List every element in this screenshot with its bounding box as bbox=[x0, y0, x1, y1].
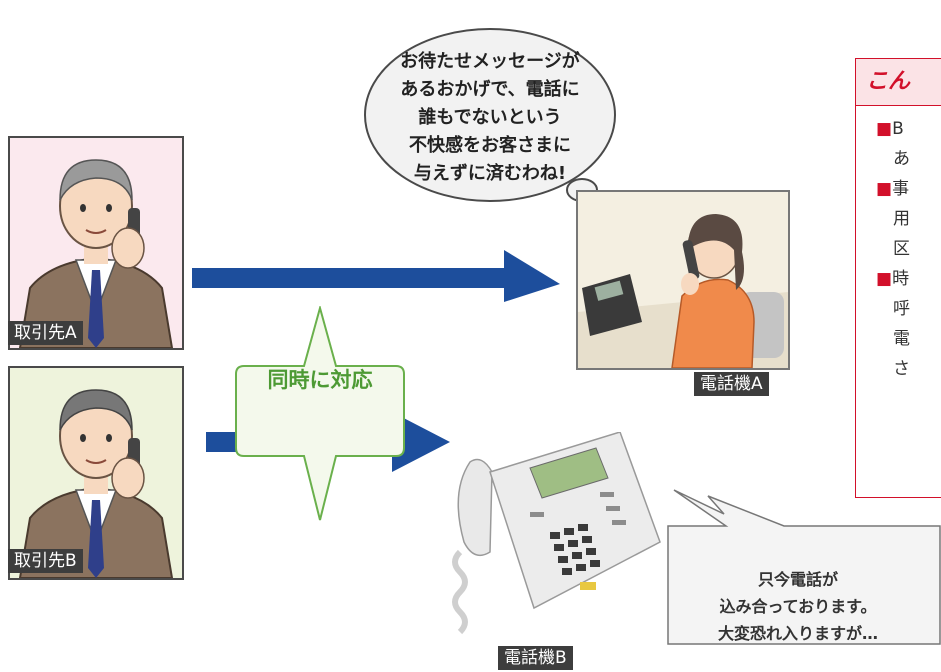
thought-line: お待たせメッセージが bbox=[400, 51, 580, 72]
thought-bubble-text: お待たせメッセージが あるおかげで、電話に 誰もでないという 不快感をお客さまに… bbox=[380, 48, 600, 188]
right-panel-item: ■事 bbox=[876, 179, 910, 199]
businessman-illustration bbox=[18, 159, 174, 348]
speech-bubble-text: 只今電話が 込み合っております。 大変恐れ入りますが… bbox=[676, 566, 920, 647]
right-panel-item: 用 bbox=[893, 209, 910, 229]
phone-b-label: 電話機B bbox=[498, 646, 573, 670]
operator-illustration bbox=[578, 214, 788, 368]
phone-a-scene bbox=[576, 190, 790, 370]
thought-line: あるおかげで、電話に bbox=[400, 79, 580, 100]
right-panel-list: ■B あ ■事 用 区 ■時 呼 電 さ bbox=[856, 106, 941, 384]
speech-bubble bbox=[667, 489, 941, 645]
right-panel-item: 区 bbox=[893, 239, 910, 259]
right-panel-item: さ bbox=[893, 359, 910, 379]
right-info-panel: こん ■B あ ■事 用 区 ■時 呼 電 さ bbox=[855, 58, 941, 498]
thought-line: 誰もでないという bbox=[418, 107, 562, 128]
speech-line: 只今電話が bbox=[757, 570, 838, 589]
thought-line: 与えずに済むわね! bbox=[413, 163, 567, 184]
right-panel-item: 呼 bbox=[893, 299, 910, 319]
right-panel-item: あ bbox=[893, 149, 910, 169]
client-a-label: 取引先A bbox=[8, 321, 83, 345]
thought-line: 不快感をお客さまに bbox=[409, 135, 571, 156]
speech-line: 込み合っております。 bbox=[719, 597, 877, 616]
simultaneous-label: 同時に対応 bbox=[267, 368, 373, 392]
right-panel-title: こん bbox=[856, 59, 941, 106]
arrow-to-phone-a bbox=[192, 250, 560, 302]
client-b-portrait bbox=[8, 366, 184, 580]
speech-line: 大変恐れ入りますが… bbox=[717, 624, 878, 643]
desk-phone-b bbox=[452, 432, 661, 635]
right-panel-item: ■時 bbox=[876, 269, 910, 289]
simultaneous-callout bbox=[235, 306, 405, 521]
right-panel-item: ■B bbox=[876, 119, 904, 139]
businessman-illustration bbox=[18, 389, 174, 578]
client-b-label: 取引先B bbox=[8, 549, 83, 573]
client-a-portrait bbox=[8, 136, 184, 350]
phone-a-label: 電話機A bbox=[694, 372, 769, 396]
right-panel-item: 電 bbox=[893, 329, 910, 349]
